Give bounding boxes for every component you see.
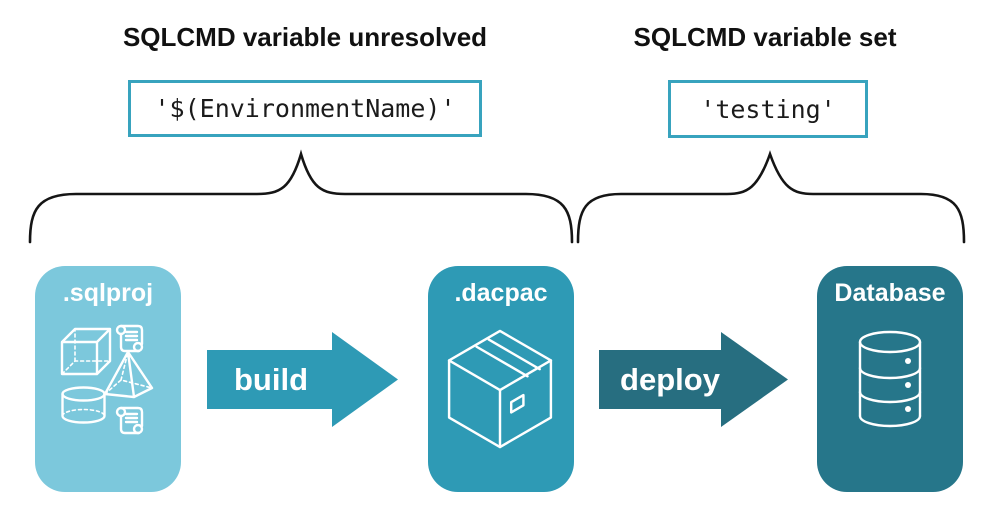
- brace-right-icon: [576, 150, 966, 244]
- build-arrow-icon: [207, 332, 398, 427]
- node-sqlproj: .sqlproj: [35, 266, 181, 492]
- cube-icon: [60, 327, 112, 376]
- heading-sqlcmd-unresolved: SQLCMD variable unresolved: [122, 22, 488, 52]
- code-box-environment-variable: '$(EnvironmentName)': [128, 80, 482, 137]
- brace-left-icon: [28, 149, 574, 244]
- code-value-set: 'testing': [700, 94, 836, 124]
- package-icon: [447, 329, 553, 449]
- node-database-label: Database: [834, 279, 946, 307]
- cylinder-icon: [61, 386, 106, 424]
- node-sqlproj-label: .sqlproj: [62, 279, 154, 307]
- deploy-arrow-icon: [599, 332, 788, 427]
- code-value-unresolved: '$(EnvironmentName)': [154, 94, 456, 123]
- code-box-variable-value: 'testing': [668, 80, 868, 138]
- scroll-icon: [115, 406, 144, 435]
- database-icon: [858, 330, 922, 428]
- node-dacpac: .dacpac: [428, 266, 574, 492]
- scroll-icon: [115, 324, 144, 353]
- heading-sqlcmd-set: SQLCMD variable set: [633, 22, 897, 52]
- pyramid-icon: [103, 350, 154, 399]
- node-dacpac-label: .dacpac: [454, 279, 548, 307]
- node-database: Database: [817, 266, 963, 492]
- sql-objects-icons: [60, 324, 154, 435]
